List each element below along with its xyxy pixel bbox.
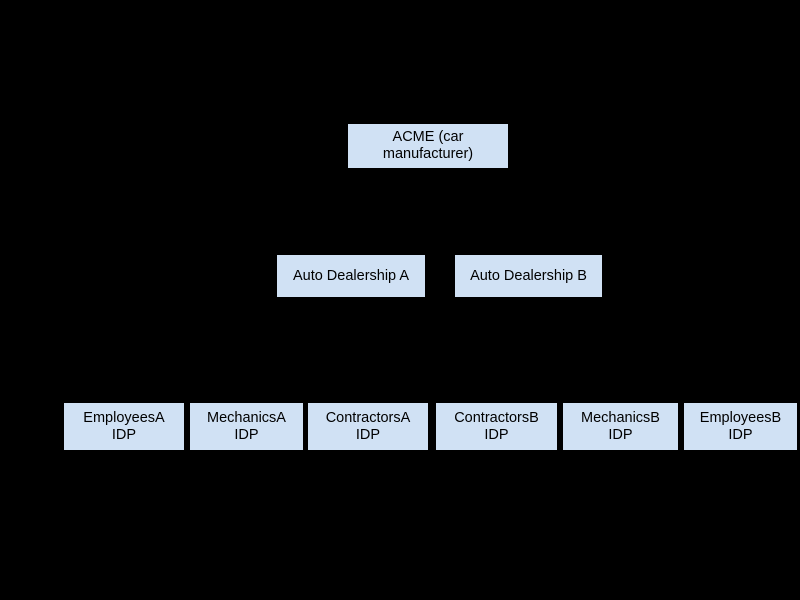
edge-root-to-dealerships-vertical [427, 168, 429, 198]
node-mechanics-a-idp[interactable]: MechanicsA IDP [190, 403, 303, 450]
node-auto-dealership-b[interactable]: Auto Dealership B [455, 255, 602, 297]
node-acme-root[interactable]: ACME (car manufacturer) [348, 124, 508, 168]
node-employees-b-idp[interactable]: EmployeesB IDP [684, 403, 797, 450]
edge-to-mechanics-a [246, 336, 248, 403]
node-mechanics-b-idp[interactable]: MechanicsB IDP [563, 403, 678, 450]
node-auto-dealership-a[interactable]: Auto Dealership A [277, 255, 425, 297]
edge-to-employees-a [123, 336, 125, 403]
edge-to-mechanics-b [619, 336, 621, 403]
node-contractors-b-idp[interactable]: ContractorsB IDP [436, 403, 557, 450]
node-contractors-a-idp[interactable]: ContractorsA IDP [308, 403, 428, 450]
edge-to-dealership-b [527, 197, 529, 255]
edge-to-contractors-b [495, 336, 497, 403]
edge-to-contractors-a [367, 336, 369, 403]
edge-root-to-dealerships-horizontal [350, 197, 528, 199]
edge-to-dealership-a [350, 197, 352, 255]
edge-dealership-b-vertical [527, 297, 529, 337]
edge-dealership-b-horizontal [495, 336, 740, 338]
edge-to-employees-b [739, 336, 741, 403]
edge-dealership-a-vertical [350, 297, 352, 337]
node-employees-a-idp[interactable]: EmployeesA IDP [64, 403, 184, 450]
